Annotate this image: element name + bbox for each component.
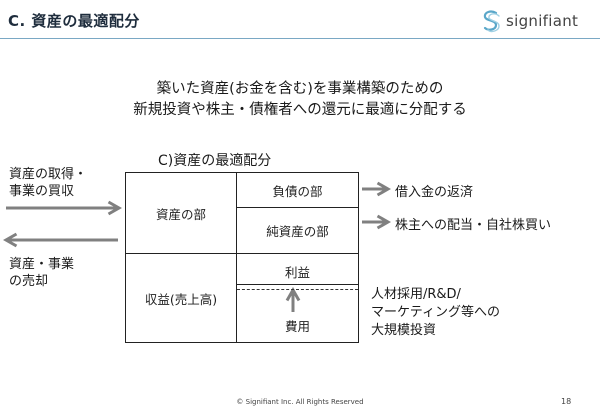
investment-note-line-1: 人材採用/R&D/ (371, 287, 461, 302)
header-divider (0, 38, 600, 39)
table-horizontal-divider (126, 253, 358, 255)
profit-dashed-line (237, 289, 358, 290)
investment-note: 人材採用/R&D/ マーケティング等への 大規模投資 (371, 286, 500, 340)
liabilities-divider (236, 207, 358, 209)
investment-note-line-3: 大規模投資 (371, 323, 437, 338)
acquire-label: 資産の取得・ 事業の買収 (9, 166, 87, 200)
logo: signifiant (480, 8, 578, 34)
profit-cell: 利益 (284, 264, 310, 280)
diagram-caption: C)資産の最適配分 (158, 153, 272, 169)
expenses-cell: 費用 (284, 318, 310, 334)
table-vertical-divider (236, 173, 238, 342)
sell-label-line-1: 資産・事業 (9, 257, 75, 272)
page-number: 18 (561, 397, 572, 406)
lead-line-2: 新規投資や株主・債権者への還元に最適に分配する (133, 102, 467, 118)
signifiant-s-logo-icon (483, 10, 500, 33)
assets-cell: 資産の部 (155, 206, 206, 222)
dividend-label: 株主への配当・自社株買い (395, 218, 552, 233)
investment-note-line-2: マーケティング等への (371, 305, 500, 320)
repay-label: 借入金の返済 (395, 185, 474, 200)
slide-title: C. 資産の最適配分 (8, 12, 140, 30)
acquire-label-line-2: 事業の買収 (9, 184, 75, 199)
logo-text: signifiant (506, 12, 579, 30)
copyright-footer: © Signifiant Inc. All Rights Reserved (236, 398, 364, 406)
net-assets-cell: 純資産の部 (266, 224, 329, 239)
sell-label-line-2: の売却 (9, 274, 49, 289)
balance-table: 資産の部 負債の部 純資産の部 収益(売上高) 利益 費用 (125, 172, 359, 343)
expenses-divider (236, 284, 358, 286)
lead-line-1: 築いた資産(お金を含む)を事業構築のための (156, 81, 444, 97)
acquire-label-line-1: 資産の取得・ (9, 167, 88, 182)
revenue-cell: 収益(売上高) (144, 291, 218, 307)
liabilities-cell: 負債の部 (272, 183, 323, 199)
sell-label: 資産・事業 の売却 (9, 256, 74, 290)
